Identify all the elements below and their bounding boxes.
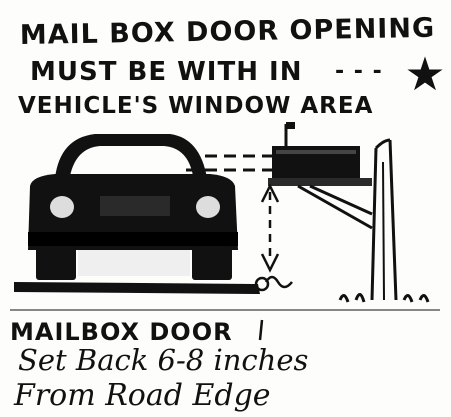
road-surface xyxy=(14,282,260,294)
top-note-line-1: MAIL BOX DOOR OPENING xyxy=(20,13,436,51)
top-note-line-2: MUST BE WITH IN xyxy=(30,57,302,87)
top-note-dashes: - - - xyxy=(335,59,383,84)
top-note-line-3: VEHICLE'S WINDOW AREA xyxy=(18,93,373,119)
star-icon xyxy=(409,58,441,89)
bottom-note-line-2: Set Back 6-8 inches xyxy=(18,343,308,377)
bottom-note-tick xyxy=(260,320,262,340)
bottom-note-line-3: From Road Edge xyxy=(13,378,271,413)
bottom-note-line-1: MAILBOX DOOR xyxy=(10,318,233,346)
mailbox xyxy=(268,122,372,186)
setback-arrow xyxy=(256,186,292,290)
